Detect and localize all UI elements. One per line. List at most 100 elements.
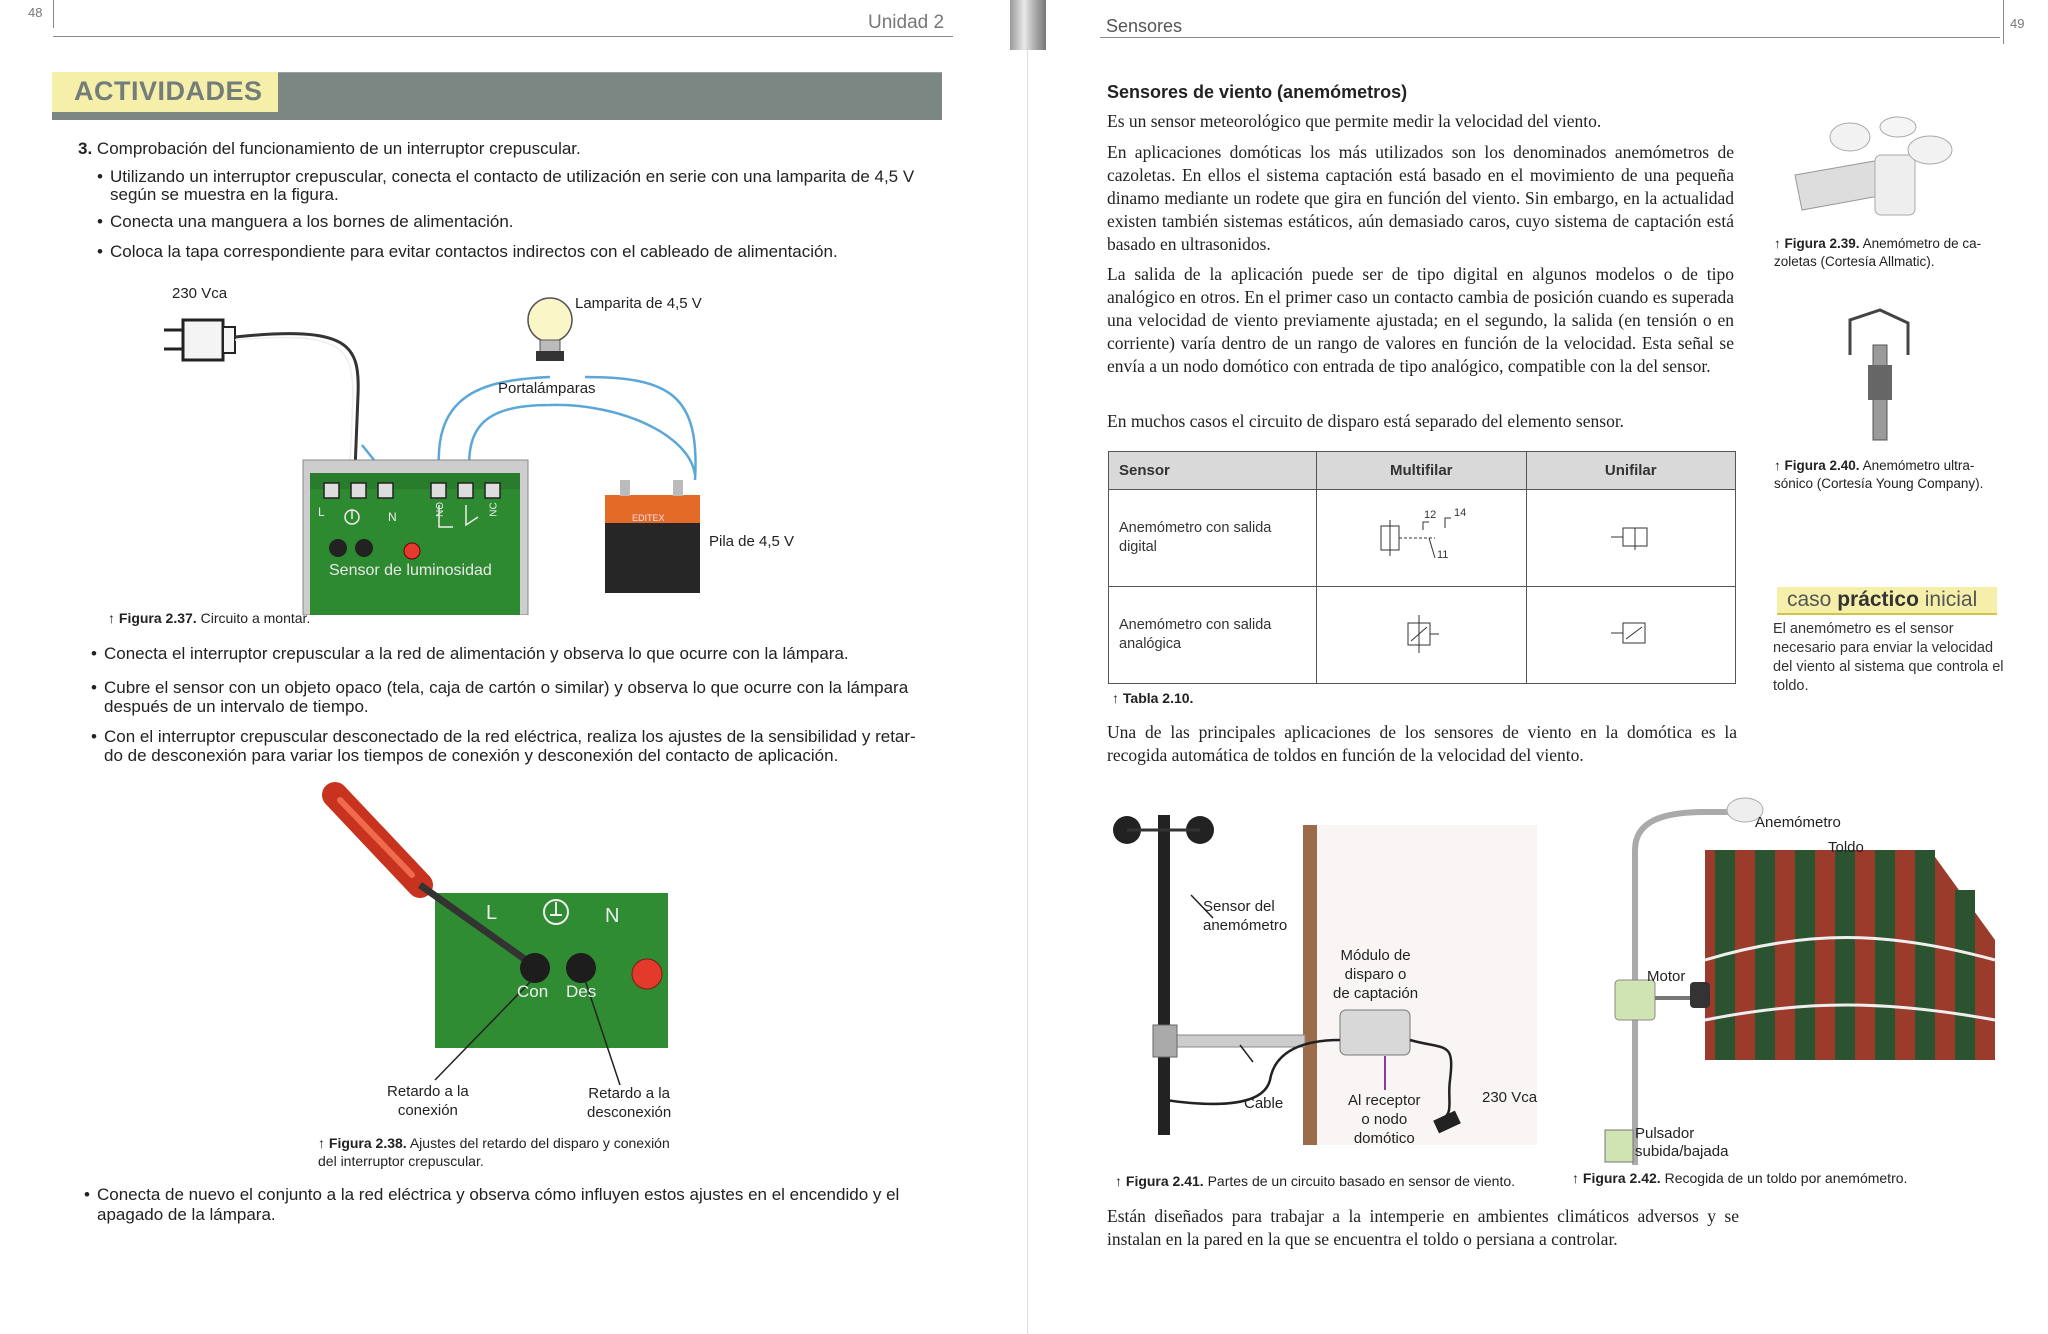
table-cell	[1525, 489, 1736, 587]
paragraph: En muchos casos el circuito de disparo e…	[1107, 411, 1625, 431]
table-header-row: Sensor Multifilar Unifilar	[1108, 451, 1736, 490]
bullet-continuation: apagado de la lámpara.	[97, 1205, 276, 1224]
plug-icon	[164, 318, 236, 362]
board-terminal-no: NO	[435, 502, 446, 517]
label-230vca: 230 Vca	[1482, 1089, 1538, 1106]
contact-label-14: 14	[1454, 507, 1466, 519]
label-con: Con	[517, 982, 549, 1001]
gutter-shadow	[1010, 0, 1046, 50]
table-header: Sensor	[1108, 451, 1317, 490]
figure-caption: ↑ Figura 2.41. Partes de un circuito bas…	[1115, 1173, 1516, 1189]
left-page-number: 48	[28, 5, 43, 20]
table-cell	[1316, 586, 1527, 684]
battery-brand: EDITEX	[632, 513, 665, 523]
paragraph: Están diseñados para trabajar a la intem…	[1107, 1206, 1739, 1249]
figure-caption: ↑ Figura 2.37. Circuito a montar.	[108, 610, 311, 626]
table-caption: ↑ Tabla 2.10.	[1112, 690, 1194, 706]
bullet-item: Conecta de nuevo el conjunto a la red el…	[84, 1185, 899, 1205]
board-terminal-nc: NC	[488, 502, 500, 517]
table-header: Unifilar	[1525, 451, 1736, 490]
bullet-item: Coloca la tapa correspondiente para evit…	[97, 242, 838, 262]
label-lampholder: Portalámparas	[498, 380, 596, 397]
bullet-continuation: después de un intervalo de tiempo.	[104, 697, 369, 716]
paragraph: Una de las principales aplicaciones de l…	[1107, 722, 1737, 765]
figure-caption: ↑ Figura 2.39. Anemómetro de ca- zoletas…	[1774, 236, 1982, 269]
anemometer-pole	[1113, 815, 1306, 1135]
label-anemometer: Anemómetro	[1755, 814, 1841, 831]
contact-label-12: 12	[1424, 509, 1436, 521]
unifilar-analog-symbol	[1610, 622, 1645, 644]
label-battery: Pila de 4,5 V	[709, 533, 795, 550]
bullet-item: Con el interruptor crepuscular desconect…	[91, 727, 916, 747]
section-heading: Sensores de viento (anemómetros)	[1107, 82, 1408, 102]
bullet-item: Conecta una manguera a los bornes de ali…	[97, 212, 514, 232]
paragraph: En aplicaciones domóticas los más utiliz…	[1107, 142, 1734, 254]
wall	[1303, 825, 1317, 1145]
bullet-item: Cubre el sensor con un objeto opaco (tel…	[91, 678, 908, 698]
caso-practico-title: caso práctico inicial	[1787, 588, 1978, 611]
board-terminal-n: N	[388, 510, 397, 524]
header-rule-left	[53, 36, 953, 37]
multifilar-digital-symbol: 12 14 11	[1380, 507, 1466, 561]
activity-item-3: 3. Comprobación del funcionamiento de un…	[78, 139, 581, 159]
ultrasonic-anemometer-photo	[1848, 308, 1910, 441]
circuit-illustration	[164, 297, 700, 615]
bullet-continuation: según se muestra en la figura.	[110, 185, 339, 204]
board-label-l: L	[486, 902, 498, 924]
multifilar-analog-symbol	[1407, 615, 1439, 653]
figure-caption: ↑ Figura 2.40. Anemómetro ultra- sónico …	[1774, 458, 1984, 491]
paragraph: La salida de la aplicación puede ser de …	[1107, 264, 1734, 376]
figure-caption: ↑ Figura 2.38. Ajustes del retardo del d…	[318, 1135, 670, 1169]
board-text: Sensor de luminosidad	[329, 562, 492, 579]
ground-icon	[543, 899, 569, 925]
pushbutton-icon	[1604, 1129, 1634, 1163]
wind-sensor-illustration	[1113, 815, 1537, 1145]
activity-title: Comprobación del funcionamiento de un in…	[96, 139, 581, 158]
trigger-module	[1339, 1009, 1411, 1056]
label-des: Des	[566, 982, 597, 1001]
plug-icon	[1433, 1110, 1461, 1134]
bullet-item: Conecta el interruptor crepuscular a la …	[91, 644, 849, 664]
table-header: Multifilar	[1316, 451, 1527, 490]
lamp-icon	[527, 297, 573, 361]
unifilar-digital-symbol	[1610, 527, 1647, 550]
board-terminal-l: L	[318, 505, 325, 519]
awning	[1704, 850, 1996, 1060]
paragraph: Es un sensor meteorológico que permite m…	[1107, 111, 1602, 131]
activity-number: 3.	[78, 139, 93, 158]
caso-practico-box	[1777, 587, 1997, 615]
table-cell	[1525, 586, 1736, 684]
anemometer-icon	[1726, 797, 1764, 823]
sensor-table: Sensor Multifilar Unifilar Anemómetro co…	[1108, 451, 1736, 684]
awning-illustration	[1604, 797, 1996, 1165]
motor	[1690, 982, 1710, 1008]
board-label-n: N	[605, 905, 620, 927]
label-motor: Motor	[1647, 968, 1686, 985]
sensor-board	[302, 459, 529, 615]
unit-title: Unidad 2	[868, 12, 945, 33]
contact-label-11: 11	[1437, 549, 1448, 561]
header-rule-right	[1100, 37, 2000, 38]
figure-caption: ↑ Figura 2.42. Recogida de un toldo por …	[1572, 1170, 1908, 1186]
label-230vca: 230 Vca	[172, 285, 228, 302]
section-title: Sensores	[1106, 16, 1183, 36]
cup-anemometer-photo	[1794, 116, 1953, 216]
label-lamp: Lamparita de 4,5 V	[575, 295, 702, 312]
header-divider-right	[2003, 0, 2004, 44]
table-cell: 12 14 11	[1316, 489, 1527, 587]
label-awning: Toldo	[1828, 839, 1864, 856]
junction-box	[1614, 979, 1656, 1021]
battery-icon	[605, 480, 700, 593]
caso-practico-text: El anemómetro es el sensor necesario par…	[1773, 621, 2004, 694]
screwdriver-icon	[322, 782, 536, 968]
adjustment-illustration	[322, 782, 668, 1086]
